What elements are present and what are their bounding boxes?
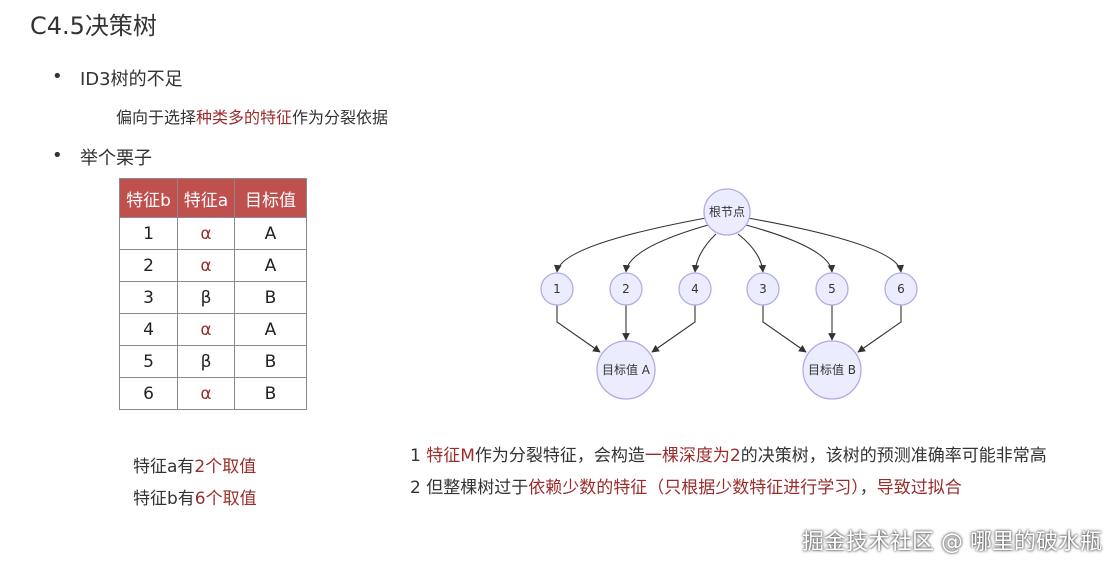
child-label: 6	[897, 282, 905, 296]
edge-root-2	[622, 224, 709, 273]
concl1-num: 1	[410, 446, 427, 466]
note-feature-a: 特征a有2个取值	[133, 452, 256, 477]
concl2-num: 2 但整棵树过于	[410, 478, 529, 498]
table-row: 1 α A	[119, 217, 307, 250]
child-label: 4	[691, 282, 699, 296]
tree-child-node: 2	[609, 272, 643, 306]
child-label: 2	[622, 282, 630, 296]
cell-feature-b: 1	[119, 217, 178, 250]
note-a-prefix: 特征a有	[133, 457, 195, 477]
root-label: 根节点	[709, 205, 745, 219]
tree-leaf-node-a: 目标值 A	[596, 340, 656, 400]
concl2-mid: ，	[859, 478, 877, 498]
concl1-mid: 作为分裂特征，会构造	[474, 446, 645, 466]
note-a-highlight: 2个取值	[194, 457, 257, 477]
bullet-text-example: 举个栗子	[80, 148, 152, 169]
id3-shortcoming-text: 偏向于选择种类多的特征作为分裂依据	[116, 104, 388, 128]
tree-child-node: 4	[678, 272, 712, 306]
table-row: 2 α A	[119, 249, 307, 282]
header-target: 目标值	[234, 178, 307, 218]
table-row: 4 α A	[119, 313, 307, 346]
tree-leaf-node-b: 目标值 B	[802, 340, 862, 400]
bullet-marker: •	[52, 66, 63, 87]
tree-child-node: 6	[884, 272, 918, 306]
child-label: 5	[828, 282, 836, 296]
cell-target: A	[234, 217, 307, 250]
note-b-highlight: 6个取值	[194, 489, 257, 509]
tree-child-node: 3	[746, 272, 780, 306]
table-header-row: 特征b 特征a 目标值	[119, 178, 307, 218]
edge-3-leafB	[762, 305, 807, 353]
sub-prefix: 偏向于选择	[116, 108, 197, 127]
concl1-hl2: 一棵深度为2	[644, 446, 741, 466]
table-row: 5 β B	[119, 345, 307, 378]
concl1-hl1: 特征M	[426, 446, 475, 466]
tree-root-node: 根节点	[703, 188, 751, 236]
note-feature-b: 特征b有6个取值	[133, 484, 257, 509]
concl2-hl1: 依赖少数的特征（只根据少数特征进行学习）	[528, 478, 860, 498]
concl2-hl2: 导致过拟合	[876, 478, 962, 498]
sub-highlight: 种类多的特征	[196, 108, 293, 127]
table-row: 3 β B	[119, 281, 307, 314]
edge-6-leafB	[857, 305, 902, 353]
cell-target: A	[234, 313, 307, 346]
edge-1-leafA	[556, 305, 601, 353]
cell-feature-a: α	[177, 217, 235, 250]
cell-target: B	[234, 345, 307, 378]
sub-suffix: 作为分裂依据	[292, 108, 389, 127]
edge-root-1	[553, 217, 707, 273]
cell-target: B	[234, 377, 307, 410]
feature-table: 特征b 特征a 目标值 1 α A 2 α A 3 β B 4 α A 5 β …	[119, 178, 307, 410]
edge-root-3	[737, 233, 767, 273]
tree-child-node: 1	[540, 272, 574, 306]
edge-root-5	[745, 224, 836, 273]
bullet-text-id3: ID3树的不足	[80, 69, 183, 90]
cell-feature-b: 3	[119, 281, 178, 314]
cell-target: B	[234, 281, 307, 314]
cell-feature-a: α	[177, 377, 235, 410]
watermark: 掘金技术社区 @ 哪里的破水瓶	[802, 530, 1102, 555]
bullet-marker: •	[52, 145, 63, 166]
conclusion-line-1: 1 特征M作为分裂特征，会构造一棵深度为2的决策树，该树的预测准确率可能非常高	[410, 441, 1047, 466]
edge-root-6	[747, 217, 905, 273]
edge-4-leafA	[651, 305, 696, 353]
leaf-label: 目标值 B	[808, 362, 856, 377]
child-label: 3	[759, 282, 767, 296]
leaf-label: 目标值 A	[602, 362, 651, 377]
cell-feature-a: α	[177, 249, 235, 282]
conclusion-line-2: 2 但整棵树过于依赖少数的特征（只根据少数特征进行学习），导致过拟合	[410, 473, 962, 498]
page-title: C4.5决策树	[30, 12, 157, 40]
child-label: 1	[553, 282, 561, 296]
header-feature-b: 特征b	[119, 178, 178, 218]
tree-child-node: 5	[815, 272, 849, 306]
note-b-prefix: 特征b有	[133, 489, 195, 509]
concl1-rest: 的决策树，该树的预测准确率可能非常高	[740, 446, 1047, 466]
edge-root-4	[691, 233, 717, 273]
table-row: 6 α B	[119, 377, 307, 410]
